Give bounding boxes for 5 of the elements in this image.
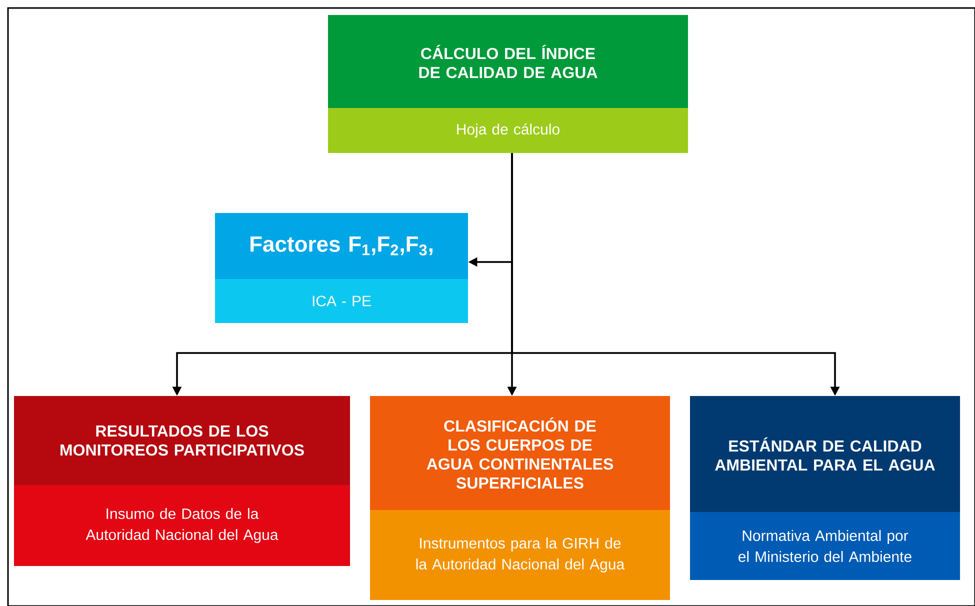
- process-box: CÁLCULO DEL ÍNDICE DE CALIDAD DE AGUA Hoja de cálculo: [328, 15, 688, 153]
- process-box: CLASIFICACIÓN DE LOS CUERPOS DE AGUA CONTINENTALES SUPERFICIALES Instrumentos para la GIRH de la Autoridad Nacional del Agua: [370, 396, 670, 600]
- process-box: Factores F$_{1}$,F$_{2}$,F$_{3}$, ICA - PE: [215, 213, 468, 323]
- process-box: ESTÁNDAR DE CALIDAD AMBIENTAL PARA EL AGUA Normativa Ambiental por el Ministerio del Ambiente: [690, 396, 960, 580]
- process-box: RESULTADOS DE LOS MONITOREOS PARTICIPATIVOS Insumo de Datos de la Autoridad Nacional del Agua: [14, 396, 350, 566]
